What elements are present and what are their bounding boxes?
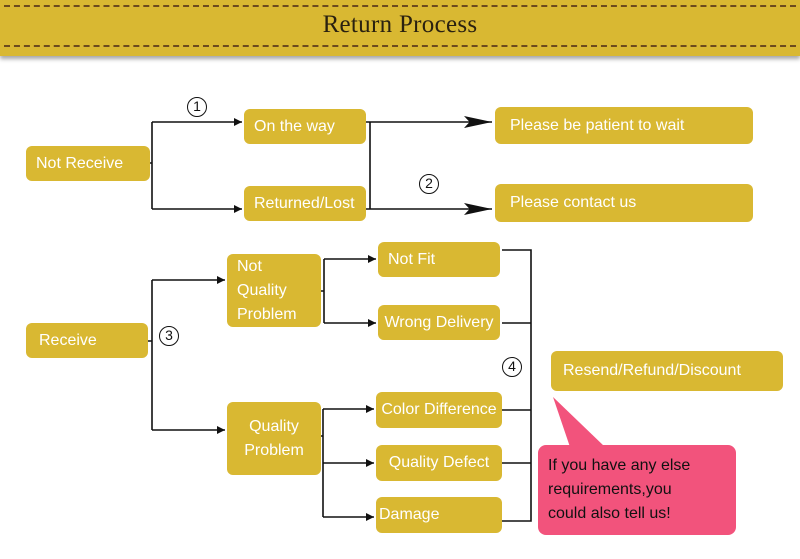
box-on-the-way: On the way xyxy=(244,109,366,144)
box-color-difference: Color Difference xyxy=(376,392,502,428)
note-line-1: If you have any else xyxy=(548,457,691,474)
step-2-marker: 2 xyxy=(419,174,439,194)
line-receive xyxy=(148,280,153,430)
box-contact-us: Please contact us xyxy=(495,184,753,222)
header-stitch-bottom xyxy=(4,45,796,47)
note-line-3: could also tell us! xyxy=(548,505,671,522)
line-on-the-way-join xyxy=(366,121,371,209)
not-quality-line-3: Problem xyxy=(237,305,297,323)
box-not-quality-problem: Not Quality Problem xyxy=(227,254,321,327)
box-wrong-delivery: Wrong Delivery xyxy=(378,305,500,340)
box-receive: Receive xyxy=(26,323,148,358)
line-not-quality-split xyxy=(321,259,325,323)
box-damage: Damage xyxy=(376,497,502,533)
box-not-receive: Not Receive xyxy=(26,146,150,181)
note-bubble: If you have any else requirements,you co… xyxy=(538,445,736,535)
step-3-marker: 3 xyxy=(159,326,179,346)
line-not-receive xyxy=(150,122,153,209)
quality-line-2: Problem xyxy=(244,441,304,459)
page-title: Return Process xyxy=(322,11,478,38)
header-stitch-top xyxy=(4,5,796,7)
box-not-fit: Not Fit xyxy=(378,242,500,277)
box-returned-lost: Returned/Lost xyxy=(244,186,366,221)
quality-line-1: Quality xyxy=(249,417,299,435)
bracket-right xyxy=(502,249,532,522)
box-quality-defect: Quality Defect xyxy=(376,445,502,481)
box-quality-problem: Quality Problem xyxy=(227,402,321,475)
not-quality-line-1: Not xyxy=(237,257,262,275)
step-1-marker: 1 xyxy=(187,97,207,117)
note-line-2: requirements,you xyxy=(548,481,672,498)
header-banner: Return Process xyxy=(0,0,800,56)
step-4-marker: 4 xyxy=(502,357,522,377)
box-resend-refund-discount: Resend/Refund/Discount xyxy=(551,351,783,391)
not-quality-line-2: Quality xyxy=(237,281,287,299)
box-be-patient: Please be patient to wait xyxy=(495,107,753,144)
